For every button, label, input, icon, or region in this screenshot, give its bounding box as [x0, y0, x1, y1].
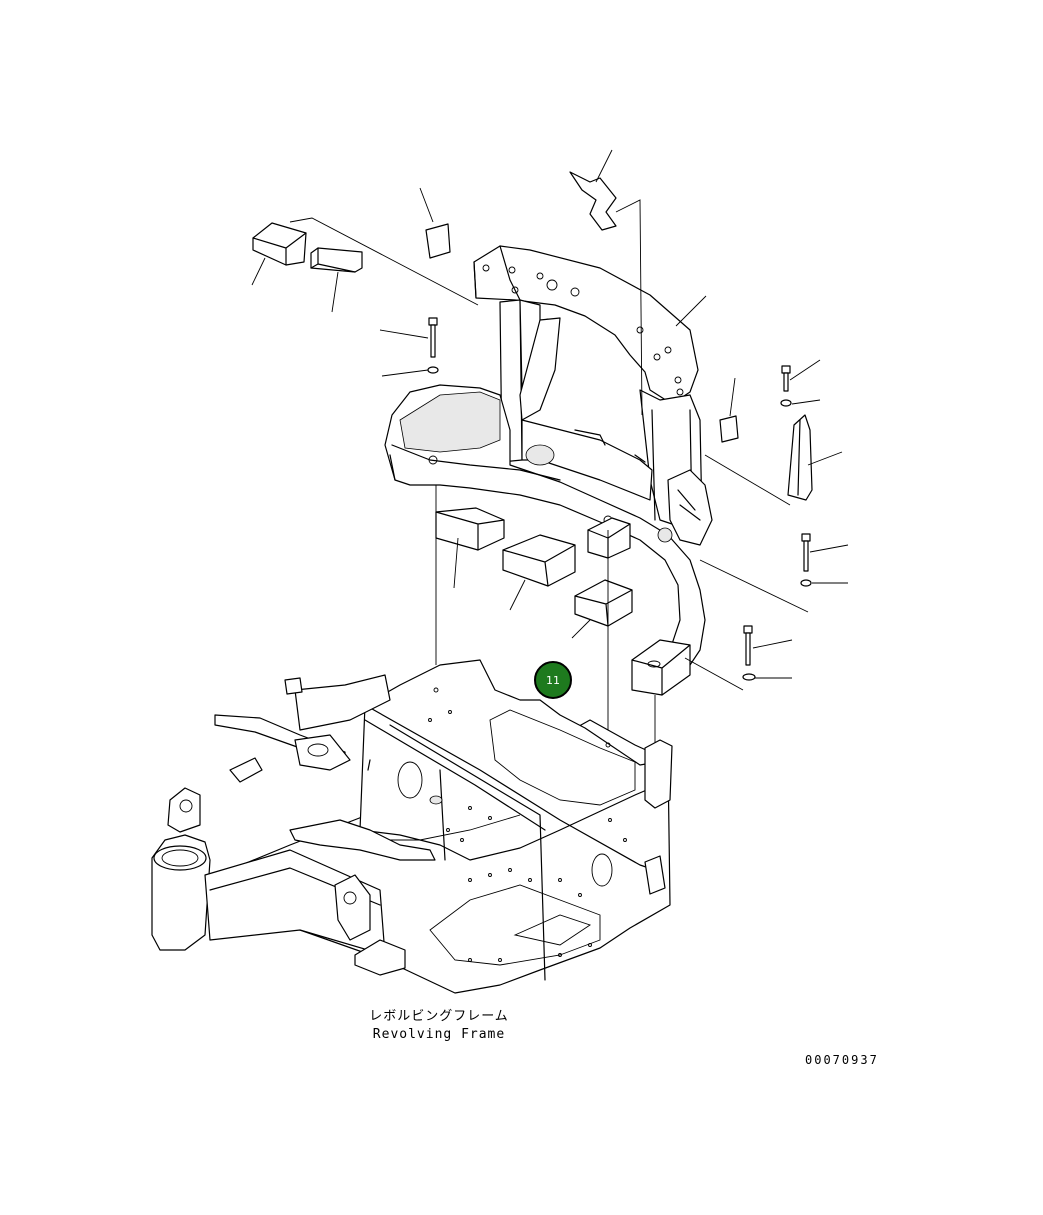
washer-icon	[742, 673, 756, 681]
bolt-icon	[428, 317, 438, 358]
bolts-and-washers	[427, 317, 812, 681]
washer-icon	[780, 399, 792, 407]
callout-number: 11	[546, 673, 560, 687]
drawing-number: 00070937	[805, 1053, 879, 1067]
callout-badge-11[interactable]: 11	[534, 661, 572, 699]
revolving-frame	[151, 659, 673, 994]
washer-icon	[427, 366, 439, 374]
leader-lines	[251, 149, 849, 870]
rear-frame-assembly	[384, 245, 713, 696]
bolt-icon	[801, 533, 811, 572]
frame-holes	[428, 687, 627, 962]
rubber-pads	[252, 171, 813, 627]
washer-icon	[800, 579, 812, 587]
caption-english: Revolving Frame	[372, 1027, 506, 1042]
bolt-icon	[781, 365, 791, 392]
bolt-icon	[743, 625, 753, 666]
caption-japanese: レボルビングフレーム	[369, 1009, 509, 1024]
